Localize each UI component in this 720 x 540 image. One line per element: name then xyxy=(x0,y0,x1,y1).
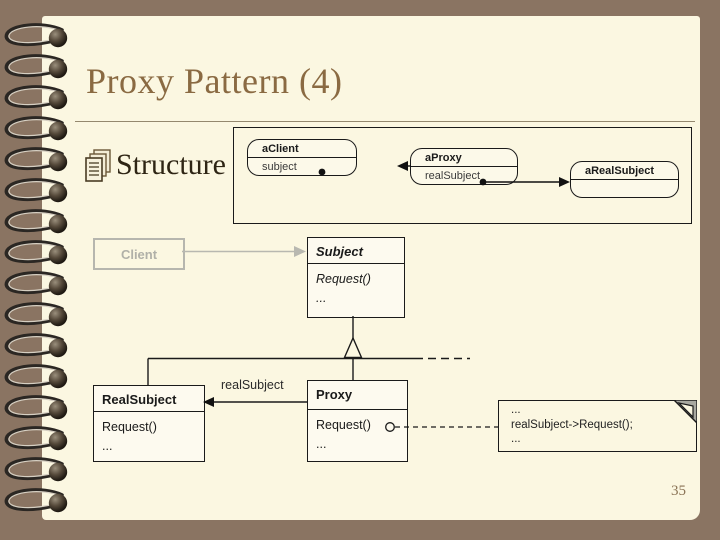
proxy-class: Proxy Request() ... xyxy=(307,380,408,462)
aclient-name: aClient xyxy=(248,140,356,158)
proxy-method-ellipsis: ... xyxy=(316,437,327,452)
client-class: Client xyxy=(93,238,185,270)
proxy-method-request: Request() xyxy=(316,418,371,432)
title-divider xyxy=(75,121,695,122)
slide-title: Proxy Pattern (4) xyxy=(86,61,343,101)
arealsubject-object: aRealSubject xyxy=(570,161,679,198)
subject-class: Subject Request() ... xyxy=(307,237,405,318)
aclient-attribute: subject xyxy=(262,161,297,173)
realsubject-class: RealSubject Request() ... xyxy=(93,385,205,462)
arealsubject-empty-compartment xyxy=(571,180,678,197)
realsubject-method-request: Request() xyxy=(102,420,157,434)
note-line-1: ... xyxy=(511,404,521,416)
spiral-binding-icon xyxy=(4,23,69,515)
note-line-2: realSubject->Request(); xyxy=(511,418,633,431)
note-line-3: ... xyxy=(511,433,521,446)
note-fold-corner-icon xyxy=(673,400,697,424)
proxy-name: Proxy xyxy=(308,381,407,410)
aproxy-name: aProxy xyxy=(411,149,517,167)
subject-method-request: Request() xyxy=(316,272,371,286)
subject-name: Subject xyxy=(308,238,404,264)
realsubject-name: RealSubject xyxy=(94,386,204,412)
arealsubject-name: aRealSubject xyxy=(571,162,678,180)
structure-bullet: Structure xyxy=(84,148,226,185)
code-note: ... realSubject->Request(); ... xyxy=(498,400,697,452)
documents-stack-icon xyxy=(85,149,111,182)
client-name: Client xyxy=(120,246,158,262)
aproxy-object: aProxy realSubject xyxy=(410,148,518,185)
aclient-object: aClient subject xyxy=(247,139,357,176)
realsubject-method-ellipsis: ... xyxy=(102,439,113,454)
subject-method-ellipsis: ... xyxy=(316,291,327,306)
object-diagram-frame xyxy=(233,127,692,224)
structure-label: Structure xyxy=(116,148,226,181)
aproxy-attribute: realSubject xyxy=(425,170,481,182)
realsubject-association-label: realSubject xyxy=(221,378,284,392)
page-number: 35 xyxy=(671,483,686,499)
